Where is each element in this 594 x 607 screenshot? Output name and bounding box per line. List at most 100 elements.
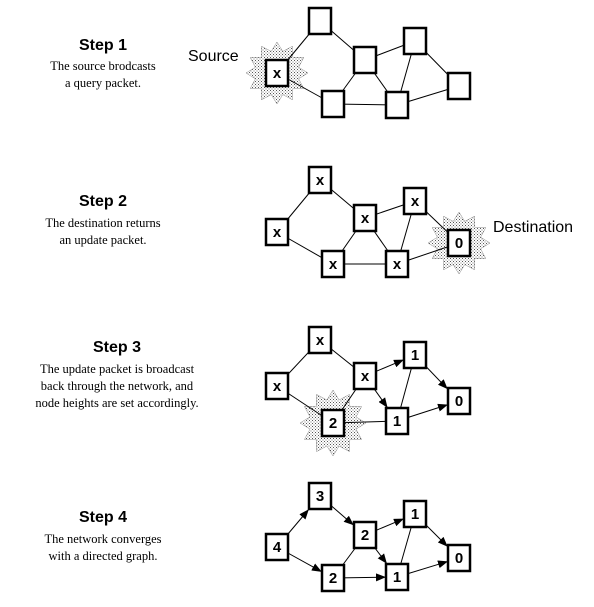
node-label: 2 — [329, 415, 337, 432]
step-1-text: Step 1 The source brodcasts a query pack… — [50, 37, 156, 90]
node-box — [320, 563, 346, 593]
network-node — [384, 90, 410, 120]
node-box — [352, 361, 378, 391]
network-node — [402, 26, 428, 56]
node-label: x — [329, 256, 338, 273]
node-label: x — [273, 378, 282, 395]
node-box — [264, 371, 290, 401]
network-edges — [276, 20, 460, 582]
node-box — [264, 58, 290, 88]
node-box — [264, 532, 290, 562]
step-description-line: The network converges — [44, 532, 161, 546]
node-box — [264, 217, 290, 247]
step-3-text: Step 3 The update packet is broadcast ba… — [35, 339, 198, 410]
network-nodes: x x x x x x x 0 x x x 2 1 1 0 4 3 2 2 1 1 0 — [264, 6, 472, 593]
node-label: x — [273, 224, 282, 241]
node-box — [402, 186, 428, 216]
step-description-line: The destination returns — [45, 216, 160, 230]
network-node: 1 — [402, 340, 428, 370]
node-box — [320, 249, 346, 279]
node-label: 1 — [411, 506, 419, 523]
step-description-line: back through the network, and — [41, 379, 194, 393]
node-box — [352, 203, 378, 233]
network-node: x — [402, 186, 428, 216]
destination-label: Destination — [493, 219, 573, 236]
step-4-text: Step 4 The network converges with a dire… — [44, 509, 161, 563]
node-label: 2 — [329, 570, 337, 587]
node-label: x — [316, 172, 325, 189]
network-node: x — [264, 58, 290, 88]
step-description-line: The update packet is broadcast — [40, 362, 195, 376]
node-box — [307, 165, 333, 195]
network-node: 0 — [446, 386, 472, 416]
network-node: 2 — [320, 408, 346, 438]
node-label: x — [361, 210, 370, 227]
network-node: x — [352, 361, 378, 391]
node-label: x — [361, 368, 370, 385]
node-box — [307, 6, 333, 36]
node-label: x — [411, 193, 420, 210]
network-node — [307, 6, 333, 36]
network-node: 0 — [446, 543, 472, 573]
node-box — [446, 228, 472, 258]
network-node: x — [352, 203, 378, 233]
node-label: 0 — [455, 393, 463, 410]
network-node: 2 — [320, 563, 346, 593]
node-box — [402, 499, 428, 529]
step-title: Step 3 — [93, 339, 141, 356]
network-node: x — [384, 249, 410, 279]
node-box — [352, 45, 378, 75]
step-title: Step 2 — [79, 193, 127, 210]
node-box — [446, 71, 472, 101]
network-node: 1 — [384, 406, 410, 436]
node-label: 4 — [273, 539, 282, 556]
network-node — [320, 89, 346, 119]
node-box — [384, 406, 410, 436]
node-box — [384, 90, 410, 120]
node-box — [402, 340, 428, 370]
step-2-text: Step 2 The destination returns an update… — [45, 193, 160, 247]
node-label: x — [273, 65, 282, 82]
node-box — [320, 408, 346, 438]
node-box — [320, 89, 346, 119]
source-label: Source — [188, 48, 239, 65]
node-box — [384, 562, 410, 592]
network-node: x — [320, 249, 346, 279]
node-box — [384, 249, 410, 279]
network-node: 1 — [402, 499, 428, 529]
step-title: Step 1 — [79, 37, 127, 54]
step-description-line: a query packet. — [65, 76, 141, 90]
node-label: 1 — [393, 413, 401, 430]
network-node: x — [307, 325, 333, 355]
step-description-line: an update packet. — [59, 233, 146, 247]
step-description-line: The source brodcasts — [50, 59, 156, 73]
network-node — [446, 71, 472, 101]
step-title: Step 4 — [79, 509, 127, 526]
node-box — [402, 26, 428, 56]
node-box — [352, 520, 378, 550]
network-node: 2 — [352, 520, 378, 550]
node-label: 0 — [455, 235, 463, 252]
node-label: 3 — [316, 488, 324, 505]
step-description-line: with a directed graph. — [49, 549, 158, 563]
node-label: x — [316, 332, 325, 349]
node-label: 1 — [393, 569, 401, 586]
node-label: x — [393, 256, 402, 273]
network-node: 1 — [384, 562, 410, 592]
node-box — [446, 543, 472, 573]
network-node: 4 — [264, 532, 290, 562]
node-box — [307, 325, 333, 355]
network-node: x — [264, 371, 290, 401]
node-box — [307, 481, 333, 511]
step-description-line: node heights are set accordingly. — [35, 396, 198, 410]
network-node: 3 — [307, 481, 333, 511]
network-node: x — [264, 217, 290, 247]
node-label: 0 — [455, 550, 463, 567]
network-node: 0 — [446, 228, 472, 258]
node-label: 2 — [361, 527, 369, 544]
network-node — [352, 45, 378, 75]
network-node: x — [307, 165, 333, 195]
node-box — [446, 386, 472, 416]
node-label: 1 — [411, 347, 419, 364]
